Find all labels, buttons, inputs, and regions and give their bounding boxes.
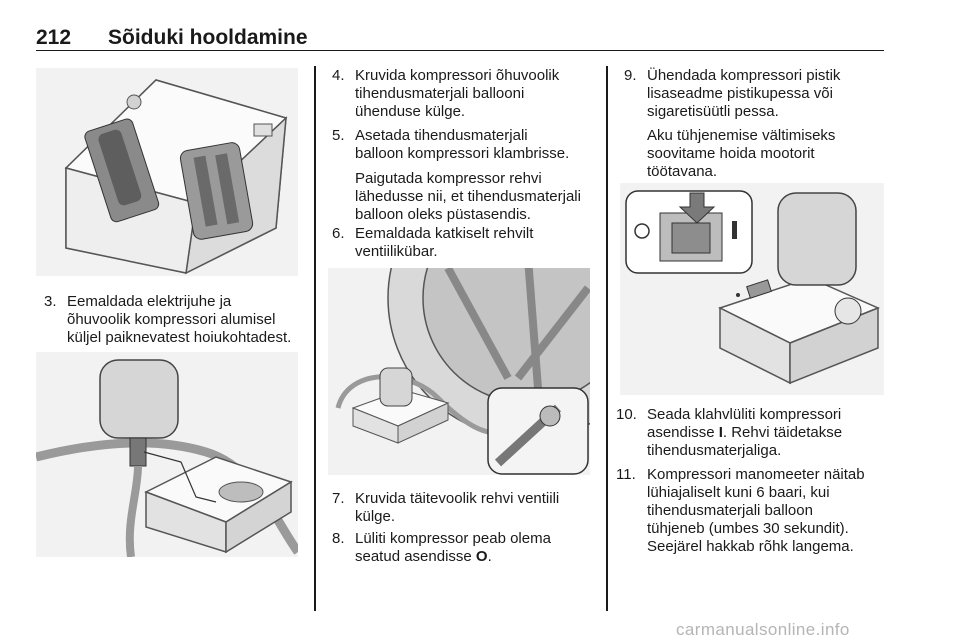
switch-position-i-symbol: I bbox=[718, 424, 723, 441]
figure-compressor-storage bbox=[36, 68, 298, 276]
watermark: carmanualsonline.info bbox=[676, 620, 850, 639]
figure-compressor-switch bbox=[620, 183, 884, 395]
switch-position-o-symbol: O bbox=[475, 548, 488, 565]
column-divider-1 bbox=[314, 66, 316, 611]
page-header: 212 Sõiduki hooldamine bbox=[36, 26, 884, 51]
paragraph-step-5-note: Paigutada kompressor rehvi lähedusse nii… bbox=[355, 170, 581, 223]
figure-compressor-hose bbox=[36, 352, 298, 557]
page-title: Sõiduki hooldamine bbox=[108, 26, 308, 49]
page-number: 212 bbox=[36, 26, 72, 49]
column-divider-2 bbox=[606, 66, 608, 611]
figure-tyre-valve bbox=[328, 268, 590, 475]
paragraph-step-9-note: Aku tühjenemise vältimiseks soovitame ho… bbox=[647, 127, 836, 180]
